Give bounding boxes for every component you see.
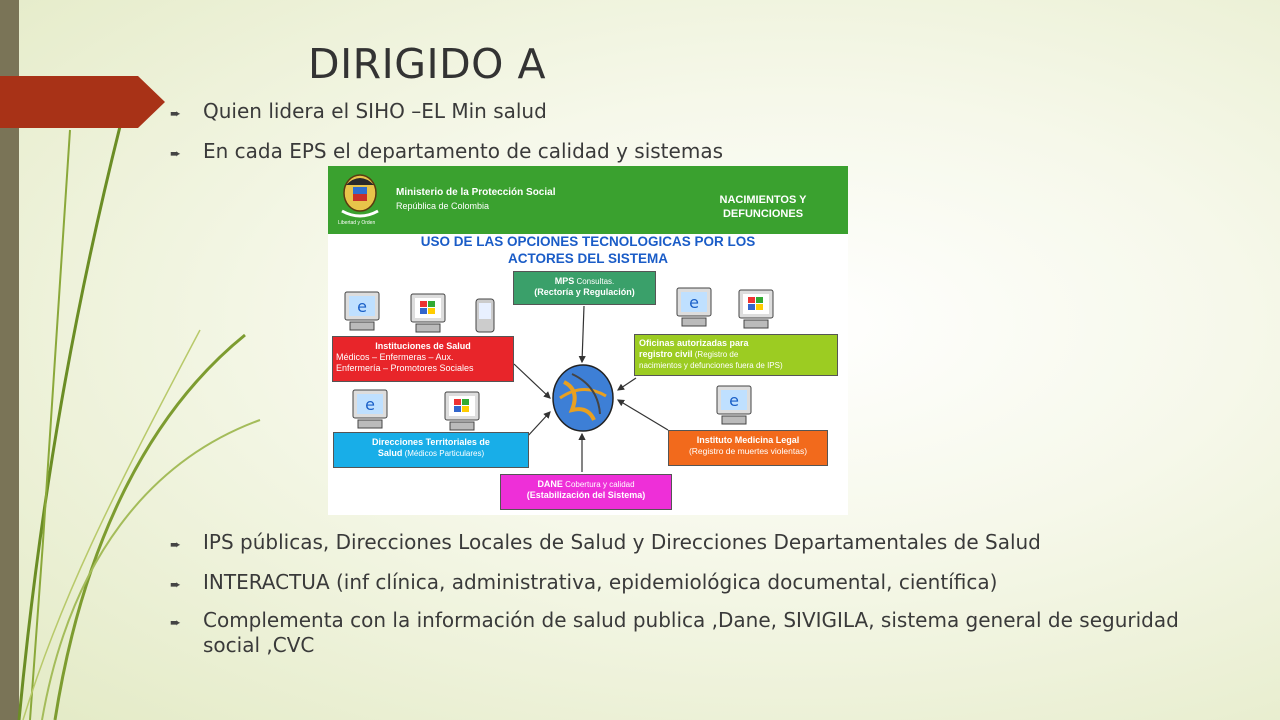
bullet-text: INTERACTUA (inf clínica, administrativa,… [203,570,998,594]
bullet-text: IPS públicas, Direcciones Locales de Sal… [203,530,1041,554]
svg-text:e: e [689,293,699,312]
computer-windows-icon [410,293,446,333]
oficinas-line: nacimientos y defunciones fuera de IPS) [639,361,783,370]
bullet-item: ➨ En cada EPS el departamento de calidad… [170,139,723,164]
diagram-title-line: ACTORES DEL SISTEMA [507,251,669,266]
bullet-marker-icon: ➨ [170,147,181,162]
instituciones-line: Enfermería – Promotores Sociales [336,363,474,373]
actors-diagram: Libertad y Orden Ministerio de la Protec… [328,166,848,515]
slide-title: DIRIGIDO A [308,40,547,88]
direcciones-line: Direcciones Territoriales de [372,437,490,447]
direcciones-sublabel: (Médicos Particulares) [402,449,485,458]
dane-box: DANE Cobertura y calidad (Estabilización… [500,474,672,510]
instituto-box: Instituto Medicina Legal (Registro de mu… [668,430,828,466]
diagram-topic: NACIMIENTOS Y DEFUNCIONES [688,193,838,221]
svg-text:e: e [365,395,375,414]
topic-line: NACIMIENTOS Y [719,194,807,206]
instituto-line: (Registro de muertes violentas) [688,446,808,456]
seal-caption: Libertad y Orden [338,220,376,226]
republic-name: República de Colombia [396,201,490,211]
dane-role: (Estabilización del Sistema) [526,490,646,500]
instituciones-line: Médicos – Enfermeras – Aux. [336,352,454,362]
bullet-marker-icon: ➨ [170,107,181,122]
bullet-text: En cada EPS el departamento de calidad y… [203,139,723,163]
bullet-text: Quien lidera el SIHO –EL Min salud [203,99,547,123]
bullet-item: ➨ IPS públicas, Direcciones Locales de S… [170,530,1041,555]
mps-sublabel: Consultas. [574,277,615,286]
dane-sublabel: Cobertura y calidad [562,480,635,489]
oficinas-line: registro civil [639,349,693,359]
bullet-text: Complementa con la información de salud … [203,608,1179,657]
computer-windows-icon [738,289,774,329]
bullet-item: ➨ Complementa con la información de salu… [170,608,1230,658]
connector-arrows [513,305,669,472]
svg-text:e: e [729,391,739,410]
oficinas-line: Oficinas autorizadas para [639,338,749,348]
colombia-seal-icon [341,174,379,218]
direcciones-box: Direcciones Territoriales de Salud (Médi… [333,432,529,468]
left-sidebar-bar [0,0,19,720]
ministry-name: Ministerio de la Protección Social [396,187,556,198]
pda-device-icon [475,298,495,333]
bullet-marker-icon: ➨ [170,578,181,593]
mps-label: MPS [554,276,575,286]
mps-box: MPS Consultas. (Rectoría y Regulación) [513,271,656,305]
bullet-item: ➨ INTERACTUA (inf clínica, administrativ… [170,570,997,595]
oficinas-sublabel: (Registro de [692,350,739,359]
title-accent-tab [0,76,165,128]
topic-line: DEFUNCIONES [722,208,804,220]
diagram-title: USO DE LAS OPCIONES TECNOLOGICAS POR LOS… [348,233,828,267]
mps-role: (Rectoría y Regulación) [534,287,635,297]
oficinas-box: Oficinas autorizadas para registro civil… [634,334,838,376]
bullet-marker-icon: ➨ [170,538,181,553]
grass-decoration [17,94,261,720]
direcciones-line: Salud [377,448,403,458]
bullet-item: ➨ Quien lidera el SIHO –EL Min salud [170,99,547,124]
instituciones-title: Instituciones de Salud [375,341,471,351]
bullet-marker-icon: ➨ [170,616,181,631]
svg-text:e: e [357,297,367,316]
computer-ie-icon: e [716,385,752,425]
instituto-title: Instituto Medicina Legal [696,435,800,445]
computer-ie-icon: e [344,291,380,331]
dane-label: DANE [537,479,563,489]
instituciones-box: Instituciones de Salud Médicos – Enferme… [332,336,514,382]
diagram-title-line: USO DE LAS OPCIONES TECNOLOGICAS POR LOS [420,234,756,249]
diagram-header: Libertad y Orden Ministerio de la Protec… [328,166,848,234]
computer-ie-icon: e [676,287,712,327]
globe-network-icon [552,364,614,432]
computer-ie-icon: e [352,389,388,429]
computer-windows-icon [444,391,480,431]
